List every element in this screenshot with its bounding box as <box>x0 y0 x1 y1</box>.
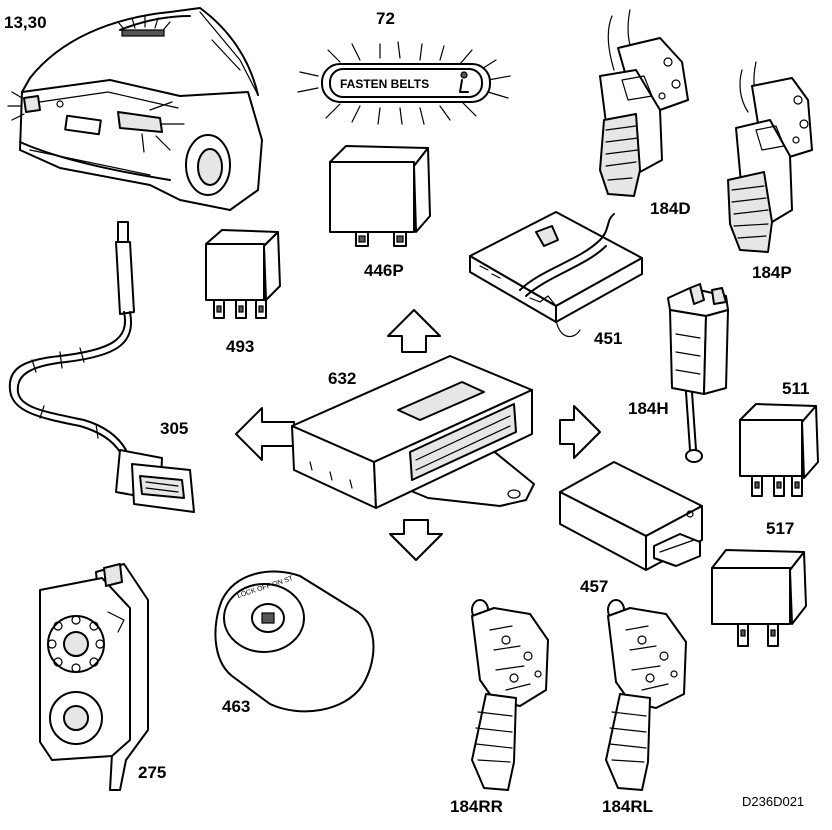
door-lock-icon <box>605 599 687 791</box>
buckle-switch-icon <box>667 283 729 463</box>
seatbelt-buckle-icon <box>599 9 689 197</box>
ignition-switch-icon: LOCK OFF ON ST <box>214 570 375 713</box>
arrow-up-icon <box>387 309 441 353</box>
label-module-457: 457 <box>580 577 608 596</box>
label-lock-184rr: 184RR <box>450 797 503 816</box>
label-lamp: 72 <box>376 9 395 28</box>
door-lock-icon <box>471 599 549 791</box>
label-switch-184h: 184H <box>628 399 669 418</box>
car-rear-lights-icon <box>7 7 263 211</box>
label-relay-446p: 446P <box>364 261 404 280</box>
label-speaker-275: 275 <box>138 763 166 782</box>
drawing-code: D236D021 <box>742 794 804 809</box>
seatbelt-buckle-icon <box>727 61 813 253</box>
cable-connector-icon <box>8 221 195 513</box>
label-relay-493: 493 <box>226 337 254 356</box>
label-car: 13,30 <box>4 13 47 32</box>
label-relay-517: 517 <box>766 519 794 538</box>
control-module-icon <box>559 461 703 571</box>
control-unit-icon <box>291 355 535 509</box>
arrow-left-icon <box>235 407 295 461</box>
label-module-451: 451 <box>594 329 622 348</box>
control-module-icon <box>469 211 643 338</box>
label-relay-511: 511 <box>782 379 809 398</box>
label-buckle-p: 184P <box>752 263 792 282</box>
arrow-down-icon <box>389 519 443 561</box>
relay-icon <box>711 549 807 647</box>
warning-lamp-icon: FASTEN BELTS <box>297 41 511 125</box>
label-buckle-d: 184D <box>650 199 691 218</box>
label-lock-184rl: 184RL <box>602 797 653 816</box>
relay-icon <box>329 145 431 247</box>
speaker-icon <box>39 563 149 791</box>
relay-icon <box>205 229 281 319</box>
label-cable-305: 305 <box>160 419 188 438</box>
label-ignition-463: 463 <box>222 697 250 716</box>
seatbelt-person-icon <box>459 71 469 93</box>
lamp-text: FASTEN BELTS <box>340 77 429 91</box>
arrow-right-icon <box>559 405 601 459</box>
relay-icon <box>739 403 819 497</box>
label-ecu-632: 632 <box>328 369 356 388</box>
